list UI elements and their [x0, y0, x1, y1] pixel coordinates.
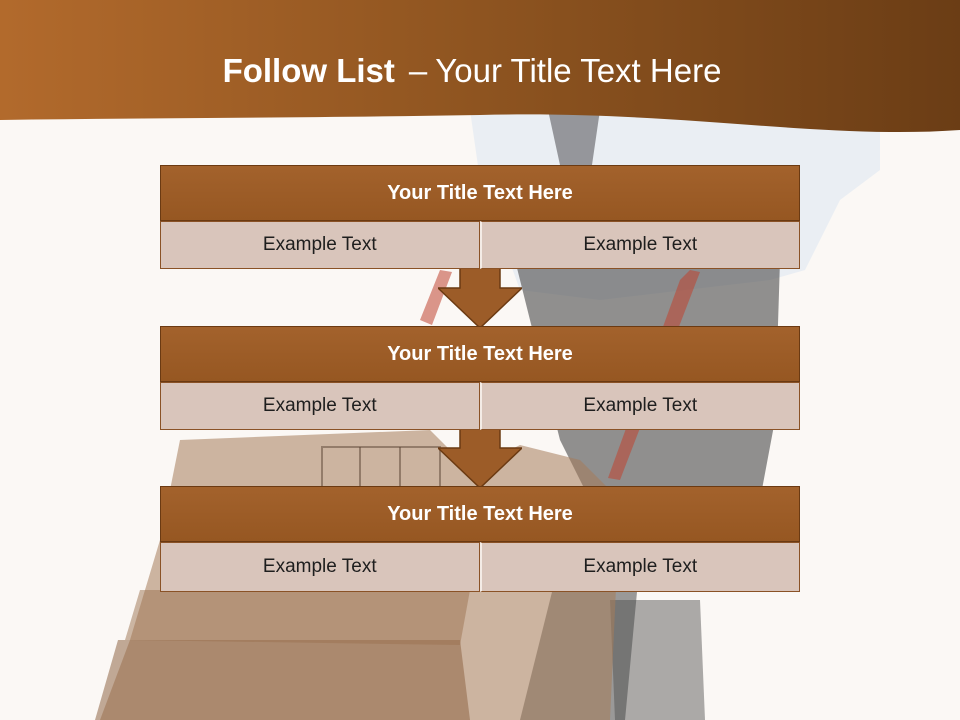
block-cell-right: Example Text [479, 382, 800, 430]
slide-title-dash: – [408, 52, 428, 89]
slide-title-subtitle: Your Title Text Here [435, 52, 722, 89]
block-cell-right: Example Text [479, 542, 800, 592]
block-title: Your Title Text Here [160, 326, 800, 382]
block-row: Example Text Example Text [160, 382, 800, 430]
header-band [0, 0, 960, 133]
block-row: Example Text Example Text [160, 542, 800, 592]
list-block-3: Your Title Text Here Example Text Exampl… [160, 486, 800, 592]
block-cell-left: Example Text [160, 221, 480, 269]
down-arrow-icon [438, 428, 522, 488]
list-block-2: Your Title Text Here Example Text Exampl… [160, 326, 800, 430]
down-arrow-icon [438, 268, 522, 328]
slide-title-main: Follow List [222, 52, 395, 89]
block-row: Example Text Example Text [160, 221, 800, 269]
list-block-1: Your Title Text Here Example Text Exampl… [160, 165, 800, 269]
block-title: Your Title Text Here [160, 165, 800, 221]
block-cell-left: Example Text [160, 542, 480, 592]
block-cell-left: Example Text [160, 382, 480, 430]
block-title: Your Title Text Here [160, 486, 800, 542]
block-cell-right: Example Text [479, 221, 800, 269]
slide-title: Follow List–Your Title Text Here [0, 52, 944, 90]
